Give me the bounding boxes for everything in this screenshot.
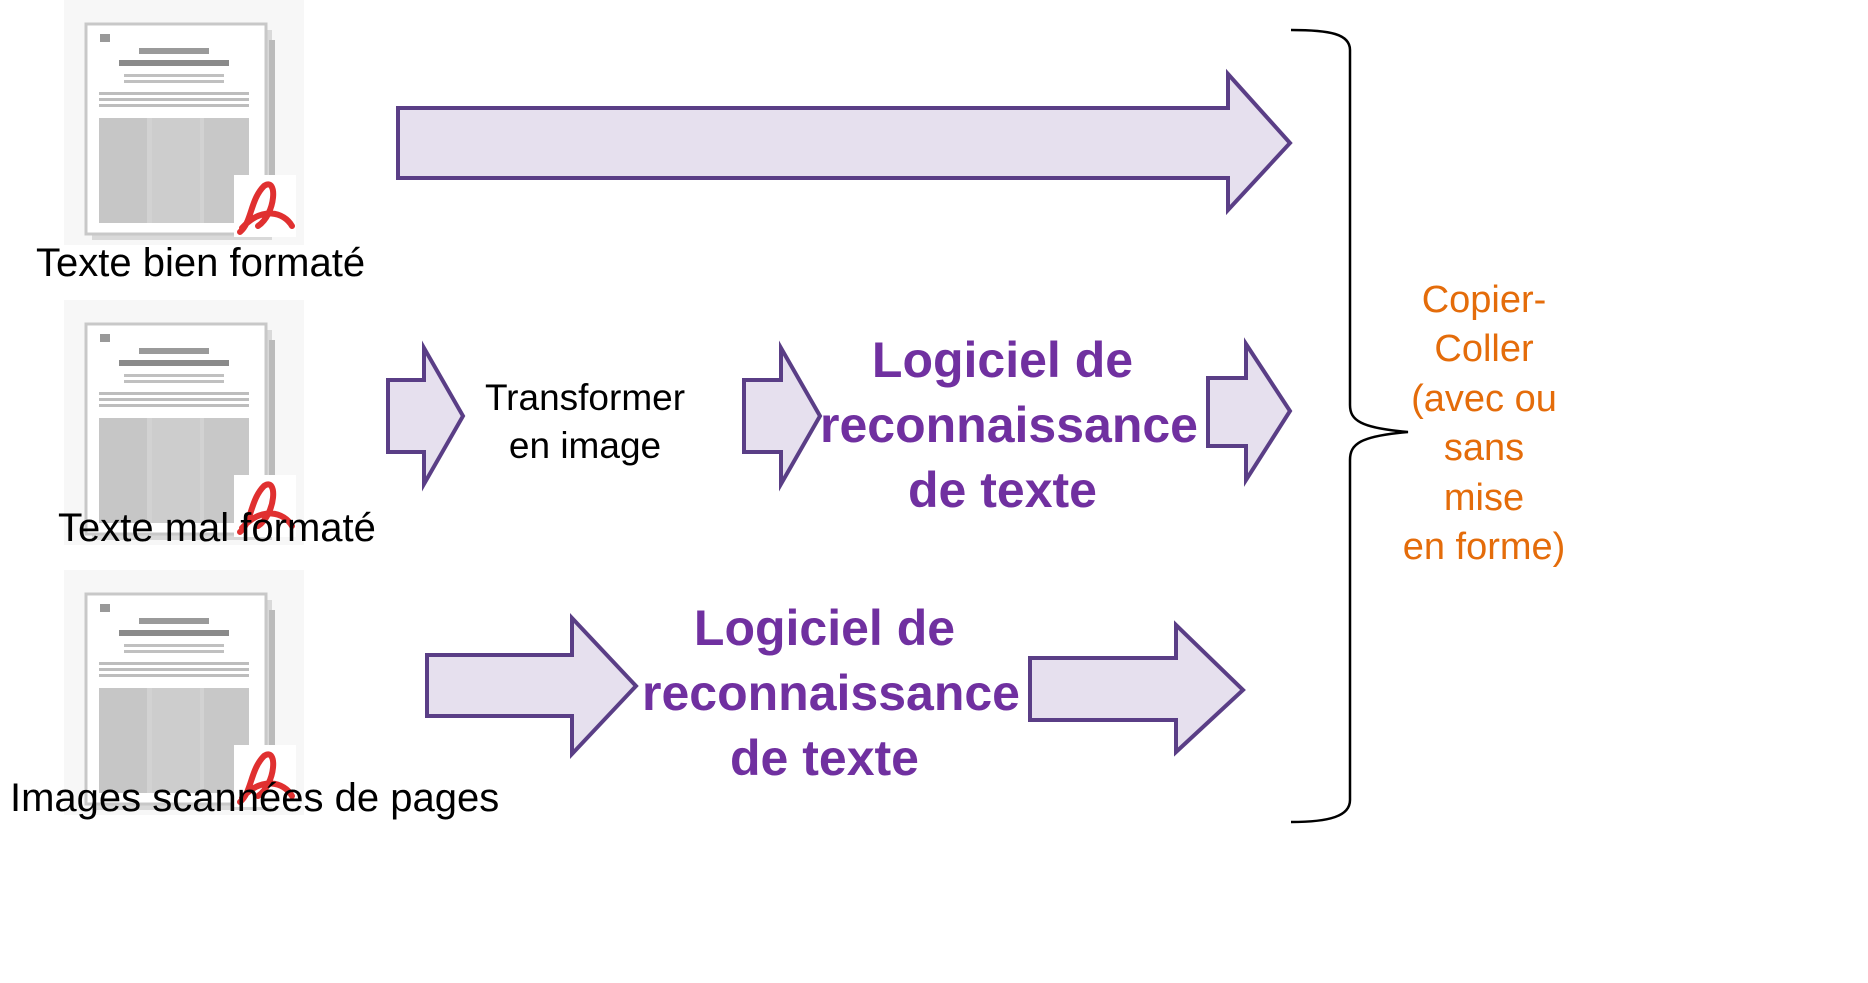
- arrow-row2-b: [742, 340, 823, 492]
- result-line: (avec ou: [1411, 377, 1557, 420]
- result-line: sans: [1443, 427, 1525, 470]
- ocr-line3: de texte: [730, 730, 919, 786]
- copy-paste-result: Copier- Coller (avec ou sans mise en for…: [1392, 276, 1576, 572]
- right-brace: [1290, 28, 1409, 824]
- ocr-software-row3: Logiciel de reconnaissance de texte: [642, 596, 1020, 791]
- doc-label-3: Images scannées de pages: [10, 776, 500, 820]
- arrow-row3-b: [1028, 620, 1246, 757]
- ocr-line2: reconnaissance: [642, 665, 1020, 721]
- transform-line2: en image: [508, 425, 662, 467]
- arrow-row2-a: [386, 340, 466, 492]
- arrow-row2-c: [1206, 337, 1293, 487]
- result-line: mise: [1443, 476, 1525, 519]
- result-line: Coller: [1434, 328, 1534, 371]
- result-line: en forme): [1402, 525, 1566, 568]
- pdf-document-icon: [64, 0, 304, 245]
- arrow-row3-a: [425, 612, 639, 760]
- transform-step: Transformer en image: [470, 374, 700, 470]
- ocr-line2: reconnaissance: [820, 397, 1198, 453]
- result-line: Copier-: [1421, 279, 1547, 321]
- ocr-line3: de texte: [908, 462, 1097, 518]
- ocr-line1: Logiciel de: [693, 600, 956, 656]
- transform-line1: Transformer: [484, 377, 686, 418]
- ocr-software-row2: Logiciel de reconnaissance de texte: [820, 328, 1198, 523]
- doc-label-2: Texte mal formaté: [58, 506, 376, 550]
- ocr-line1: Logiciel de: [871, 332, 1134, 388]
- arrow-row1: [396, 68, 1293, 216]
- doc-label-1: Texte bien formaté: [36, 241, 366, 285]
